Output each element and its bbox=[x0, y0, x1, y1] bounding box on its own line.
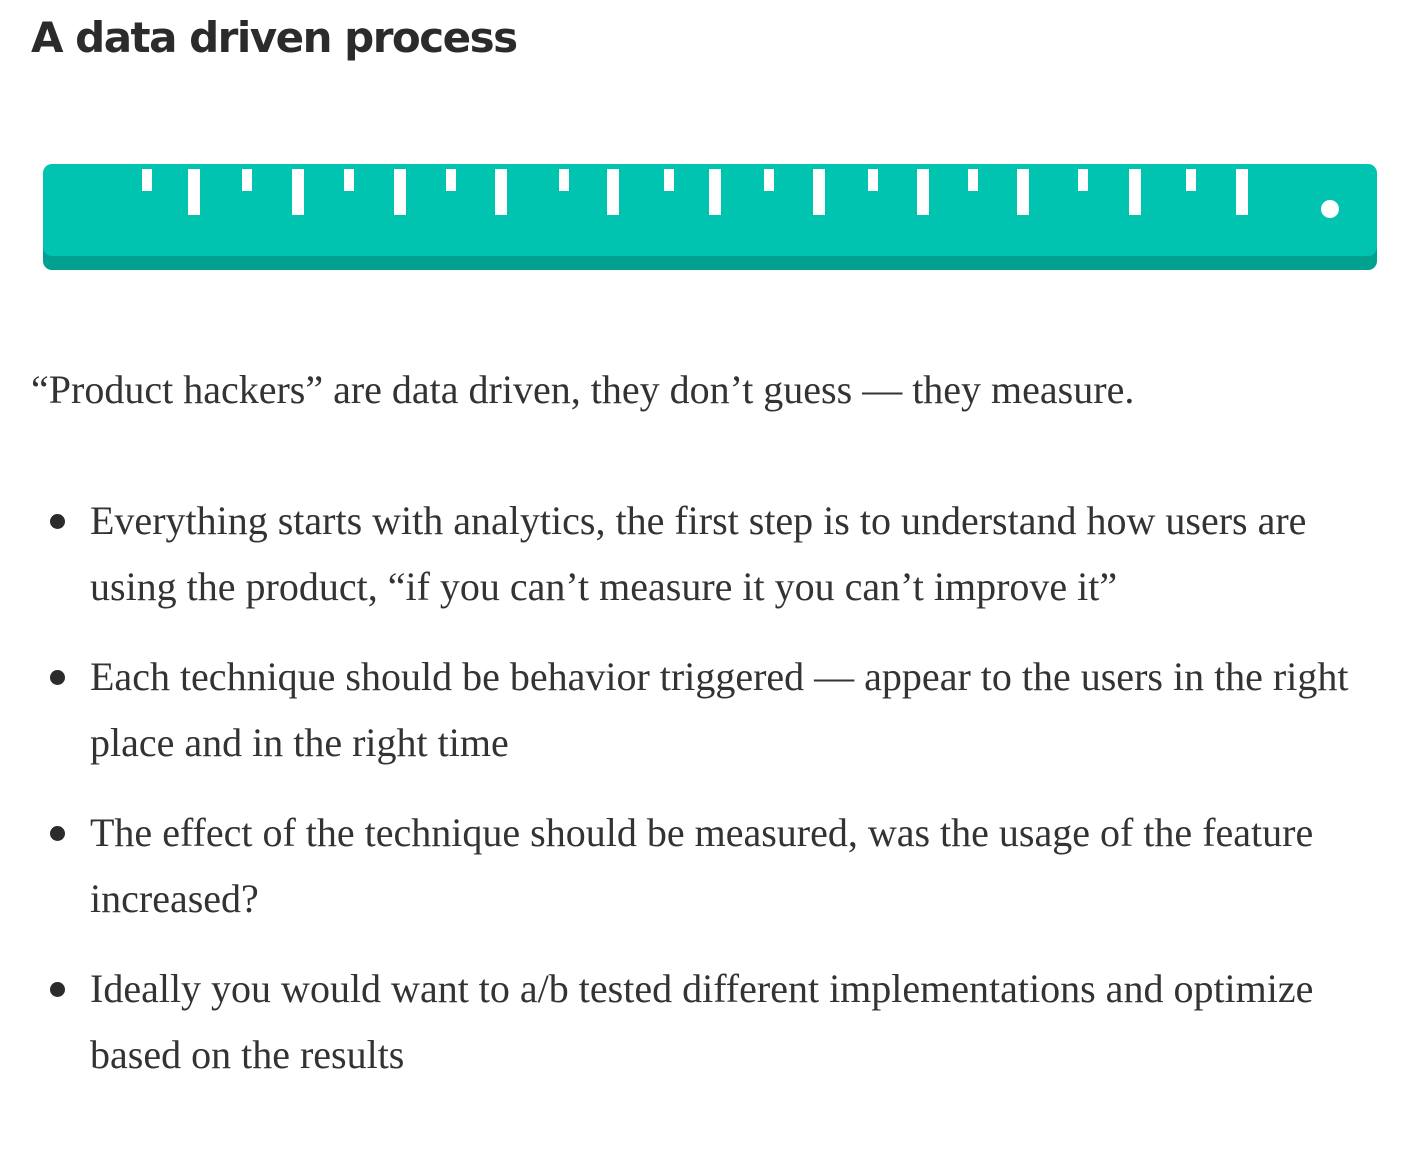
list-item-text: Each technique should be behavior trigge… bbox=[90, 654, 1349, 765]
ruler-long-tick bbox=[709, 169, 721, 215]
bullet-icon bbox=[50, 982, 65, 997]
ruler-long-tick bbox=[917, 169, 929, 215]
ruler-long-tick bbox=[495, 169, 507, 215]
ruler-long-tick bbox=[1129, 169, 1141, 215]
ruler-long-tick bbox=[1236, 169, 1248, 215]
list-item-text: Everything starts with analytics, the fi… bbox=[90, 498, 1307, 609]
list-item: Ideally you would want to a/b tested dif… bbox=[0, 956, 1408, 1088]
ruler-short-tick bbox=[868, 169, 878, 191]
bullet-icon bbox=[50, 670, 65, 685]
ruler-long-tick bbox=[292, 169, 304, 215]
ruler-short-tick bbox=[1078, 169, 1088, 191]
point-list: Everything starts with analytics, the fi… bbox=[0, 488, 1408, 1112]
bullet-icon bbox=[50, 514, 65, 529]
ruler-long-tick bbox=[1017, 169, 1029, 215]
list-item: The effect of the technique should be me… bbox=[0, 800, 1408, 932]
ruler-short-tick bbox=[142, 169, 152, 191]
ruler-long-tick bbox=[188, 169, 200, 215]
ruler-marks bbox=[142, 169, 1339, 218]
ruler-short-tick bbox=[344, 169, 354, 191]
ruler-short-tick bbox=[764, 169, 774, 191]
ruler-short-tick bbox=[242, 169, 252, 191]
ruler-end-dot bbox=[1321, 200, 1339, 218]
intro-paragraph: “Product hackers” are data driven, they … bbox=[31, 367, 1135, 412]
ruler-short-tick bbox=[1186, 169, 1196, 191]
ruler-short-tick bbox=[559, 169, 569, 191]
ruler-icon bbox=[43, 164, 1377, 270]
ruler-long-tick bbox=[607, 169, 619, 215]
ruler-short-tick bbox=[664, 169, 674, 191]
ruler-illustration bbox=[43, 164, 1377, 270]
ruler-long-tick bbox=[394, 169, 406, 215]
list-item-text: Ideally you would want to a/b tested dif… bbox=[90, 966, 1314, 1077]
bullet-icon bbox=[50, 826, 65, 841]
list-item: Each technique should be behavior trigge… bbox=[0, 644, 1408, 776]
list-item: Everything starts with analytics, the fi… bbox=[0, 488, 1408, 620]
section-heading: A data driven process bbox=[31, 13, 518, 62]
ruler-short-tick bbox=[968, 169, 978, 191]
list-item-text: The effect of the technique should be me… bbox=[90, 810, 1314, 921]
ruler-short-tick bbox=[446, 169, 456, 191]
ruler-long-tick bbox=[813, 169, 825, 215]
